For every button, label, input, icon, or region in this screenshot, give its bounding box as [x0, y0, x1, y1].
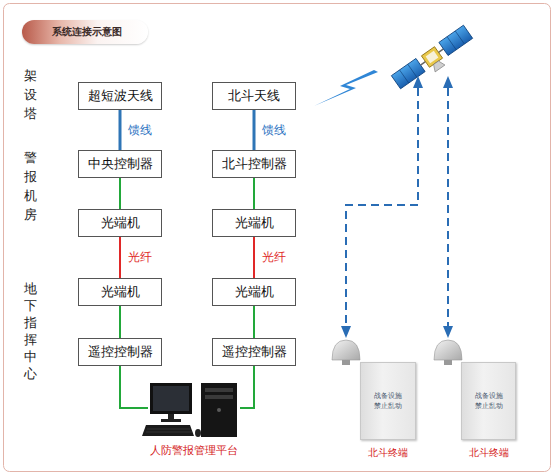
connector-line [119, 306, 121, 338]
connector-line [240, 366, 254, 408]
satellite [391, 25, 476, 93]
node-text: 超短波天线 [88, 87, 153, 105]
connector-line [120, 366, 148, 408]
connector-line [253, 237, 255, 278]
process-box: 中央控制器 [78, 150, 162, 178]
edge-label: 光纤 [128, 249, 152, 266]
device-plate-text: 战备设施 禁止乱动 [373, 391, 403, 411]
process-box: 光端机 [78, 209, 162, 237]
computer-node: 人防警报管理平台 [148, 380, 240, 458]
connector-line [253, 178, 255, 209]
edge-label: 光纤 [262, 249, 286, 266]
device-caption: 北斗终端 [351, 446, 425, 460]
signal-bolt [314, 70, 378, 106]
node-text: 人防警报管理平台 [150, 443, 238, 458]
node-text: 北斗控制器 [222, 155, 287, 173]
link-arrowheads [341, 76, 453, 338]
edge-label: 馈线 [262, 122, 286, 139]
diagram-title: 系统连接示意图 [22, 20, 148, 44]
area-label: 架设塔 [23, 66, 37, 123]
connector-line [253, 306, 255, 338]
area-label: 警报机房 [23, 148, 37, 224]
terminal-node: 战备设施 禁止乱动北斗终端 [461, 362, 516, 440]
frame [4, 4, 551, 472]
connector-line [119, 110, 122, 150]
connector-line [253, 110, 256, 150]
node-text: 中央控制器 [88, 155, 153, 173]
process-box: 北斗天线 [212, 82, 296, 110]
terminal-node: 战备设施 禁止乱动北斗终端 [360, 362, 416, 440]
process-box: 北斗控制器 [212, 150, 296, 178]
node-text: 光端机 [235, 214, 274, 232]
process-box: 遥控控制器 [78, 338, 162, 366]
process-box: 光端机 [212, 209, 296, 237]
process-box: 遥控控制器 [212, 338, 296, 366]
process-box: 光端机 [78, 278, 162, 306]
node-text: 遥控控制器 [88, 343, 153, 361]
connector-line [119, 237, 121, 278]
wireless-link [346, 88, 448, 326]
node-text: 遥控控制器 [222, 343, 287, 361]
node-text: 光端机 [101, 214, 140, 232]
connector-line [119, 178, 121, 209]
edge-label: 馈线 [128, 122, 152, 139]
node-text: 光端机 [101, 283, 140, 301]
computer [142, 383, 237, 437]
device-caption: 北斗终端 [452, 446, 525, 460]
area-label: 地下指挥中心 [23, 280, 37, 382]
device-plate-text: 战备设施 禁止乱动 [474, 391, 504, 411]
node-text: 光端机 [235, 283, 274, 301]
process-box: 光端机 [212, 278, 296, 306]
node-text: 北斗天线 [228, 87, 280, 105]
process-box: 超短波天线 [78, 82, 162, 110]
